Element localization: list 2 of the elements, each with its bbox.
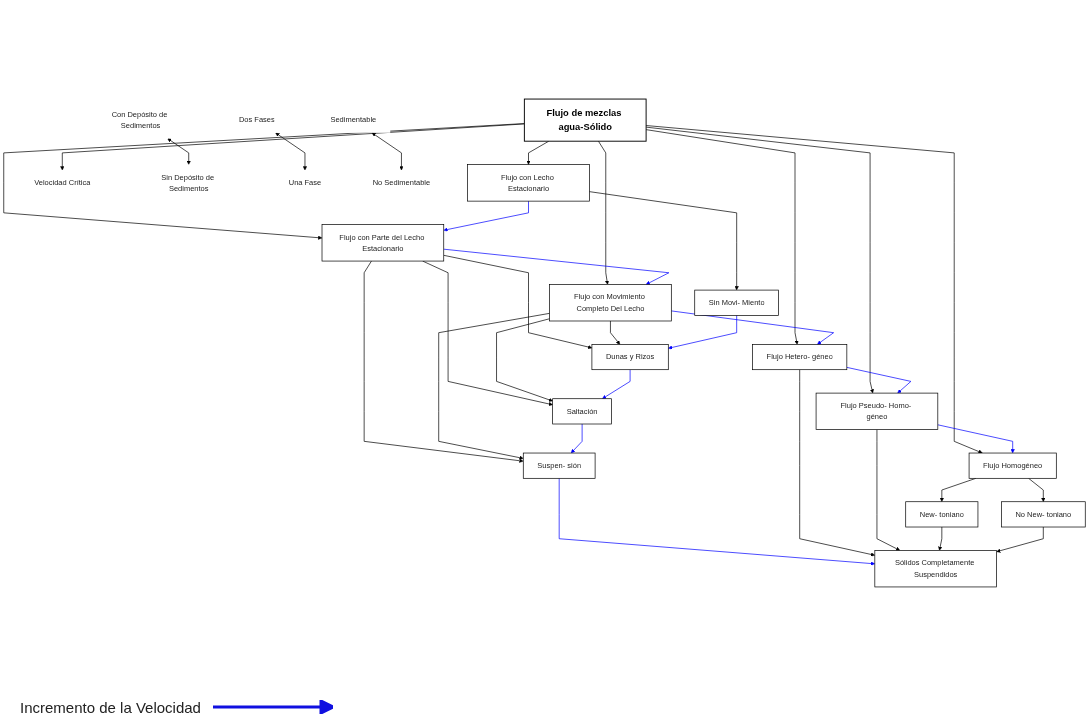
node-box: Flujo de mezclas agua-Sólido	[523, 98, 647, 142]
note-text: Incremento de la Velocidad	[20, 698, 201, 716]
